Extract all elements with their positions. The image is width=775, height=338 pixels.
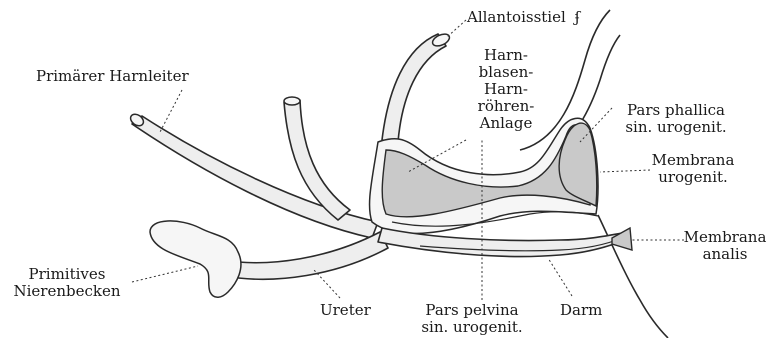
label-harnblasen-line3: Harn- — [466, 81, 546, 98]
label-harnblasen-line5: Anlage — [466, 115, 546, 132]
label-pars-phallica: Pars phallica sin. urogenit. — [616, 102, 736, 136]
label-membrana-urogenit-line2: urogenit. — [648, 169, 738, 186]
label-pars-phallica-line2: sin. urogenit. — [616, 119, 736, 136]
label-darm: Darm — [560, 302, 602, 319]
label-allantoisstiel: Allantoisstiel ʄ — [467, 9, 580, 26]
leader-darm — [548, 258, 572, 296]
leader-primitives — [132, 266, 198, 282]
label-pars-pelvina-line2: sin. urogenit. — [412, 319, 532, 336]
label-harnblasen-line1: Harn- — [466, 47, 546, 64]
leader-membrana-urogenit — [600, 170, 650, 172]
leader-allantoisstiel — [446, 20, 466, 38]
label-ureter-text: Ureter — [320, 301, 371, 319]
label-pars-pelvina-line1: Pars pelvina — [412, 302, 532, 319]
label-membrana-analis-line1: Membrana — [680, 229, 770, 246]
leader-ureter — [314, 270, 340, 298]
label-harnblasen-harnroehren-anlage: Harn- blasen- Harn- röhren- Anlage — [466, 47, 546, 132]
allantois-stalk — [382, 34, 446, 142]
primary-ureter-tube — [132, 116, 378, 238]
label-ureter: Ureter — [320, 302, 371, 319]
leader-primaerer-harnleiter — [160, 90, 182, 132]
primitive-renal-pelvis — [150, 221, 241, 297]
label-allantoisstiel-text: Allantoisstiel — [467, 8, 566, 26]
label-harnblasen-line4: röhren- — [466, 98, 546, 115]
label-membrana-urogenit-line1: Membrana — [648, 152, 738, 169]
label-membrana-analis-line2: analis — [680, 246, 770, 263]
ventral-wall-outline — [598, 215, 668, 338]
label-membrana-urogenit: Membrana urogenit. — [648, 152, 738, 186]
label-primitives-line1: Primitives — [2, 266, 132, 283]
label-harnblasen-line2: blasen- — [466, 64, 546, 81]
second-duct-opening — [284, 97, 300, 105]
label-primitives-line2: Nierenbecken — [2, 283, 132, 300]
label-pars-pelvina: Pars pelvina sin. urogenit. — [412, 302, 532, 336]
ureter-tube — [222, 232, 388, 279]
label-primaerer-harnleiter-text: Primärer Harnleiter — [36, 67, 189, 85]
label-primaerer-harnleiter: Primärer Harnleiter — [36, 68, 189, 85]
label-darm-text: Darm — [560, 301, 602, 319]
label-primitives-nierenbecken: Primitives Nierenbecken — [2, 266, 132, 300]
allantois-opening — [431, 32, 452, 49]
label-membrana-analis: Membrana analis — [680, 229, 770, 263]
label-pars-phallica-line1: Pars phallica — [616, 102, 736, 119]
label-allantoisstiel-mark: ʄ — [575, 8, 581, 26]
anal-membrane — [612, 228, 632, 250]
